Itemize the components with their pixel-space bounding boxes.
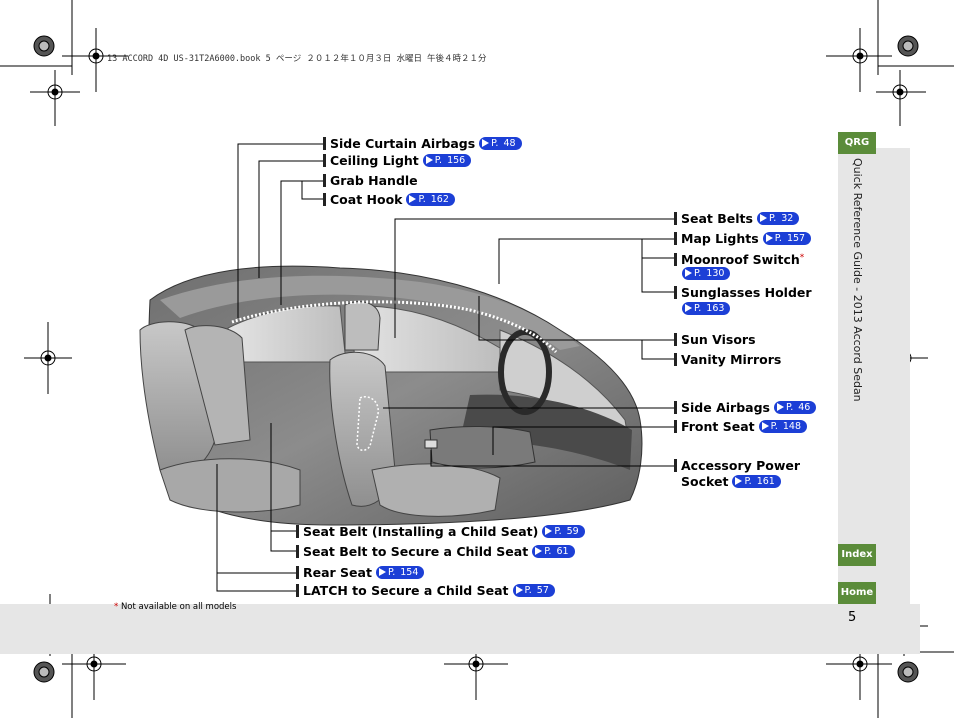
page-ref-link[interactable]: P.59	[542, 524, 585, 538]
page-ref-link[interactable]: P.163	[682, 301, 731, 315]
label-sunglasses-holder-ref: P.163	[678, 301, 731, 317]
page-ref-link[interactable]: P.161	[732, 474, 781, 488]
footnote-text: Not available on all models	[120, 602, 237, 612]
bottom-band	[0, 604, 920, 654]
arrow-icon	[776, 403, 784, 411]
page-ref-link[interactable]: P.156	[422, 153, 472, 167]
arrow-icon	[515, 586, 523, 594]
page-ref-link[interactable]: P.148	[758, 419, 808, 433]
label-sun-visors: Sun Visors	[674, 332, 756, 348]
arrow-icon	[685, 304, 692, 312]
arrow-icon	[425, 156, 433, 164]
page-number: 5	[848, 610, 857, 625]
label-accessory-power-socket: Accessory Power	[674, 458, 800, 474]
book-header-line: 13 ACCORD 4D US-31T2A6000.book 5 ページ ２０１…	[107, 54, 487, 64]
footnote-marker: *	[114, 602, 119, 612]
index-tab[interactable]: Index	[838, 544, 876, 566]
home-tab[interactable]: Home	[838, 582, 876, 604]
arrow-icon	[409, 195, 417, 203]
page-ref-link[interactable]: P.61	[532, 544, 575, 558]
page-ref-link[interactable]: P.157	[762, 231, 812, 245]
arrow-icon	[765, 234, 773, 242]
arrow-icon	[761, 422, 769, 430]
arrow-icon	[735, 477, 743, 485]
page-ref-link[interactable]: P.57	[512, 583, 555, 597]
page-ref-link[interactable]: P.46	[773, 400, 817, 414]
sidebar-title: Quick Reference Guide - 2013 Accord Seda…	[851, 158, 864, 402]
qrg-tab[interactable]: QRG	[838, 132, 876, 154]
arrow-icon	[685, 269, 692, 277]
arrow-icon	[482, 139, 490, 147]
arrow-icon	[378, 568, 386, 576]
label-vanity-mirrors: Vanity Mirrors	[674, 352, 781, 368]
page-ref-link[interactable]: P.162	[406, 192, 455, 206]
footnote: * Not available on all models	[114, 602, 236, 612]
page-ref-link[interactable]: P.130	[682, 266, 731, 280]
label-moonroof-switch-ref: P.130	[678, 266, 731, 282]
arrow-icon	[759, 214, 767, 222]
arrow-icon	[545, 527, 553, 535]
arrow-icon	[535, 547, 543, 555]
label-sunglasses-holder: Sunglasses Holder	[674, 285, 812, 301]
label-seat-belt-installing-child-seat: Seat Belt (Installing a Child Seat)P.59	[296, 524, 585, 540]
page-ref-link[interactable]: P.48	[479, 136, 522, 150]
label-moonroof-switch: Moonroof Switch*	[674, 250, 804, 268]
page-ref-link[interactable]: P.154	[375, 565, 425, 579]
label-grab-handle: Grab Handle	[323, 173, 418, 189]
side-panel	[838, 148, 910, 604]
page-ref-link[interactable]: P.32	[756, 211, 800, 225]
